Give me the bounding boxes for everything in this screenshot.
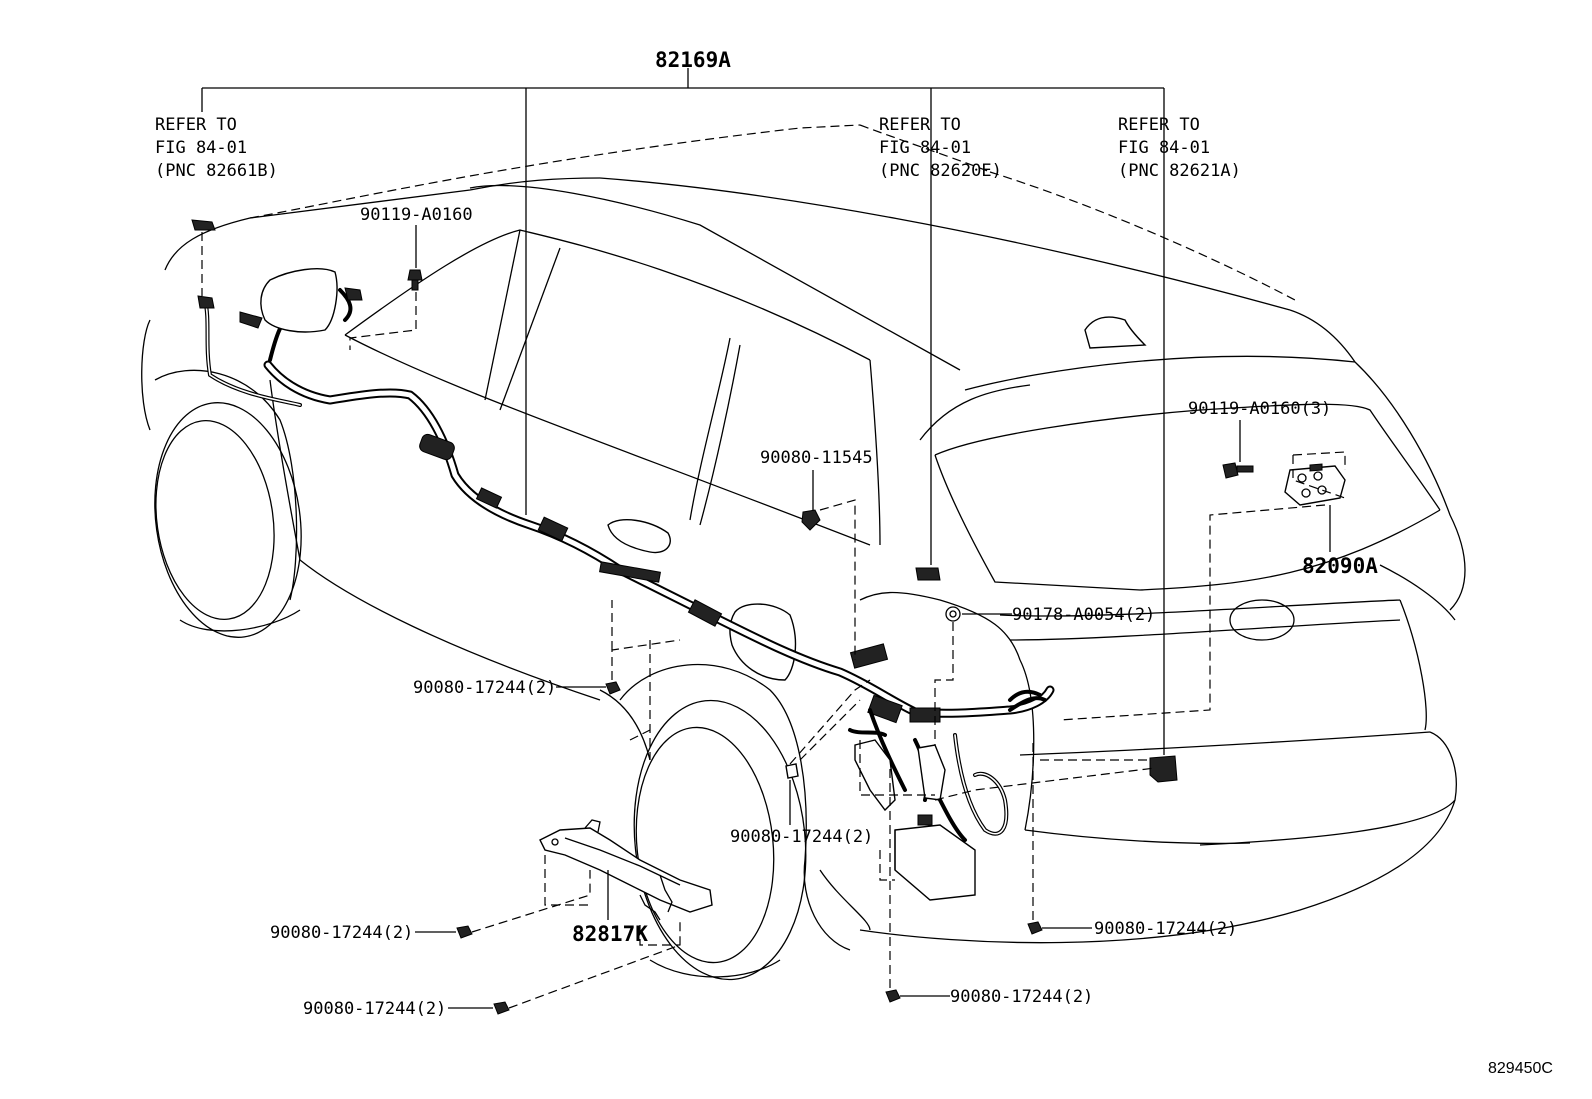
refer-1-line3: (PNC 82661B): [155, 161, 278, 181]
front-connector: [191, 219, 216, 231]
label-main-harness: 82169A: [655, 48, 731, 72]
bracket-82817k: [539, 819, 713, 921]
refer-1-line2: FIG 84-01: [155, 138, 247, 158]
callout-clip-lower-mid: 90080-17244(2): [730, 827, 873, 847]
callout-clip-mid: 90080-17244(2): [413, 678, 556, 698]
label-bracket: 82817K: [572, 922, 648, 946]
label-relay-block: 82090A: [1302, 554, 1378, 578]
callout-clip-rear-right: 90080-17244(2): [1094, 919, 1237, 939]
relay-block: [1284, 465, 1346, 506]
callout-bolt-front: 90119-A0160: [360, 205, 473, 225]
hardware-parts: [191, 219, 1346, 1015]
vehicle-body-outline: [141, 124, 1466, 981]
refer-2-line2: FIG 84-01: [879, 138, 971, 158]
callout-nut-rear: 90178-A0054(2): [1012, 605, 1155, 625]
callout-clip-rear-bottom: 90080-17244(2): [950, 987, 1093, 1007]
callout-bolt-rear: 90119-A0160(3): [1188, 399, 1331, 419]
bolt-front: [407, 269, 423, 281]
callout-clip-bracket-lower: 90080-17244(2): [303, 999, 446, 1019]
refer-3-line1: REFER TO: [1118, 115, 1200, 135]
wire-harness-assembly: [203, 288, 1055, 842]
refer-3-line3: (PNC 82621A): [1118, 161, 1241, 181]
leader-lines: [201, 68, 1346, 1009]
callout-clip-bracket-upper: 90080-17244(2): [270, 923, 413, 943]
labels: 82169A REFER TO FIG 84-01 (PNC 82661B) R…: [155, 48, 1553, 1077]
clip-center: [801, 509, 821, 531]
refer-2-line3: (PNC 82620E): [879, 161, 1002, 181]
bolt-rear: [1222, 462, 1239, 479]
refer-1-line1: REFER TO: [155, 115, 237, 135]
refer-3-line2: FIG 84-01: [1118, 138, 1210, 158]
refer-2-line1: REFER TO: [879, 115, 961, 135]
nut-rear: [945, 606, 961, 622]
figure-number: 829450C: [1488, 1060, 1553, 1077]
callout-clip-center: 90080-11545: [760, 448, 873, 468]
